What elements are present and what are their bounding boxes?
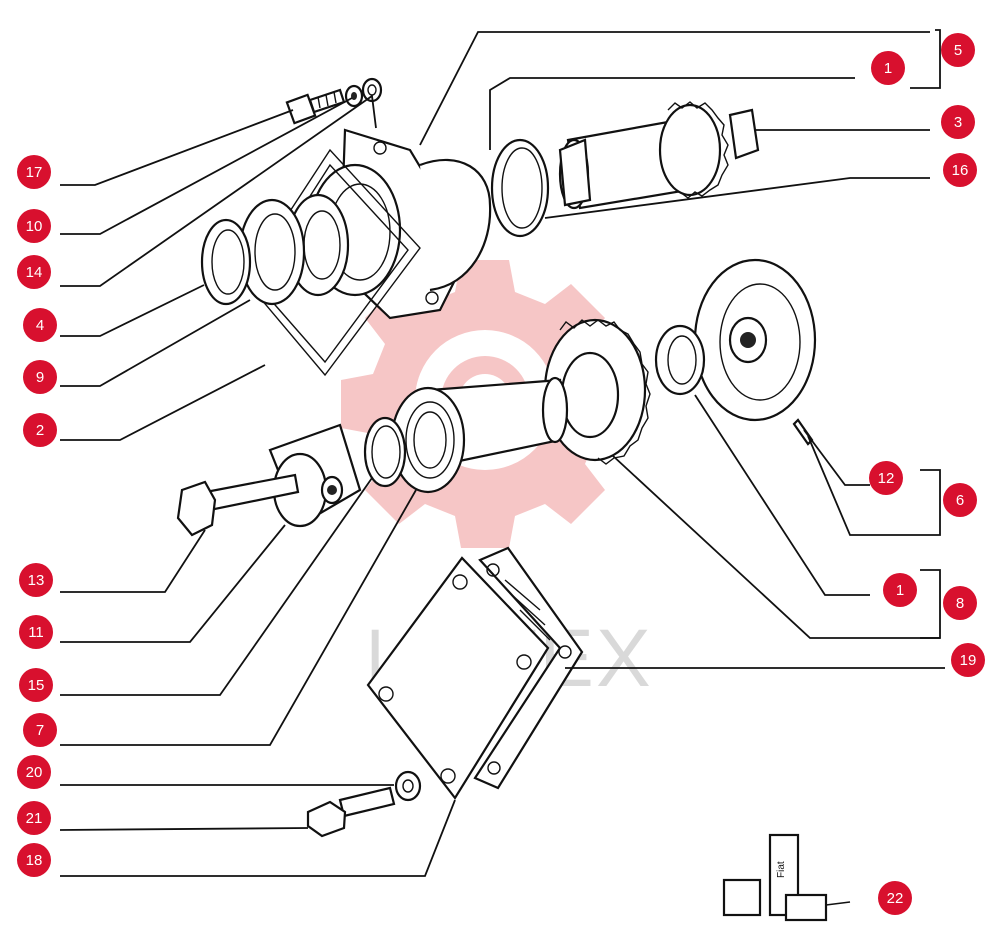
callout-21[interactable]: 21	[17, 801, 51, 835]
callout-10[interactable]: 10	[17, 209, 51, 243]
callout-16[interactable]: 16	[943, 153, 977, 187]
leader-lines	[59, 29, 945, 877]
shaft-gear-3	[558, 101, 760, 210]
callout-13[interactable]: 13	[19, 563, 53, 597]
bolt-13	[176, 473, 300, 537]
sealant-kit-22: Fiat	[722, 833, 851, 922]
callout-3[interactable]: 3	[941, 105, 975, 139]
sealant-label: Fiat	[776, 861, 787, 878]
callout-7[interactable]: 7	[23, 713, 57, 747]
callout-19[interactable]: 19	[951, 643, 985, 677]
cover-plate-18	[366, 556, 550, 800]
washer-20	[394, 770, 422, 802]
callout-5[interactable]: 5	[941, 33, 975, 67]
bolt-21	[306, 786, 396, 838]
pulley-6	[693, 258, 817, 446]
ring-15	[363, 416, 407, 488]
callout-1b[interactable]: 1	[883, 573, 917, 607]
callout-11[interactable]: 11	[19, 615, 53, 649]
bolt-17	[285, 88, 346, 125]
callout-8[interactable]: 8	[943, 586, 977, 620]
gear-19	[543, 318, 651, 465]
washer-10	[344, 84, 364, 108]
callout-6[interactable]: 6	[943, 483, 977, 517]
callout-20[interactable]: 20	[17, 755, 51, 789]
callout-14[interactable]: 14	[17, 255, 51, 289]
callout-4[interactable]: 4	[23, 308, 57, 342]
callout-17[interactable]: 17	[17, 155, 51, 189]
callout-9[interactable]: 9	[23, 360, 57, 394]
seal-7	[390, 386, 466, 494]
ring-16	[490, 138, 550, 238]
callout-15[interactable]: 15	[19, 668, 53, 702]
callout-22[interactable]: 22	[878, 881, 912, 915]
cover-gasket	[473, 546, 584, 790]
circlip	[200, 218, 252, 306]
callout-12[interactable]: 12	[869, 461, 903, 495]
callout-1[interactable]: 1	[871, 51, 905, 85]
callout-18[interactable]: 18	[17, 843, 51, 877]
spacer-1	[654, 324, 706, 396]
callout-2[interactable]: 2	[23, 413, 57, 447]
tensioner-block-11	[268, 423, 362, 528]
